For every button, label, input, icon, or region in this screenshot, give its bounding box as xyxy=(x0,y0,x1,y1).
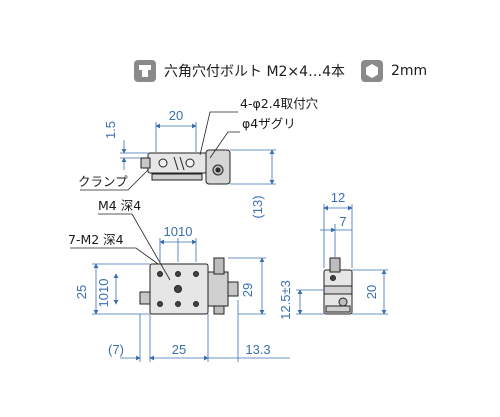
bolt-spec-text: 六角穴付ボルト M2×4…4本 xyxy=(164,64,345,80)
top-view: 20 1.5 (13) 4-φ2.4取付穴 φ4ザグリ クランプ xyxy=(78,96,319,219)
side-width-dim: 12 xyxy=(331,190,345,205)
wrench-size-text: 2mm xyxy=(390,63,428,79)
m4-tap-note: M4 深4 xyxy=(98,198,141,213)
left-height-dim: 25 xyxy=(74,285,89,299)
bottom-offset-dim: (7) xyxy=(108,342,124,357)
bottom-width-dim: 25 xyxy=(172,342,186,357)
side-view: 12 7 12.5±3 20 xyxy=(278,190,388,320)
top-pitch-dim: 1010 xyxy=(164,224,193,239)
front-view: M4 深4 7-M2 深4 1010 25 1010 29 (7) 25 13.… xyxy=(68,198,290,362)
counterbore-note: φ4ザグリ xyxy=(242,116,296,131)
mounting-hole-note: 4-φ2.4取付穴 xyxy=(240,96,319,111)
front-view-body xyxy=(139,257,239,315)
side-offset-dim: 7 xyxy=(339,214,346,229)
top-width-dim: 20 xyxy=(169,108,183,123)
hex-wrench-icon xyxy=(360,60,383,82)
side-view-body xyxy=(323,257,353,315)
top-height-dim: (13) xyxy=(250,195,265,218)
m2-tap-note: 7-M2 深4 xyxy=(68,232,124,247)
left-pitch-dim: 1010 xyxy=(96,279,111,308)
side-right-dim: 20 xyxy=(364,285,379,299)
right-height-dim: 29 xyxy=(240,283,255,297)
clamp-label: クランプ xyxy=(78,174,128,189)
side-height-dim: 12.5±3 xyxy=(278,280,293,320)
top-view-body xyxy=(140,149,231,185)
bottom-travel-dim: 13.3 xyxy=(245,342,270,357)
top-offset-dim: 1.5 xyxy=(103,121,118,139)
legend-bar: 六角穴付ボルト M2×4…4本 2mm xyxy=(134,58,427,84)
hex-socket-bolt-icon xyxy=(134,60,156,82)
